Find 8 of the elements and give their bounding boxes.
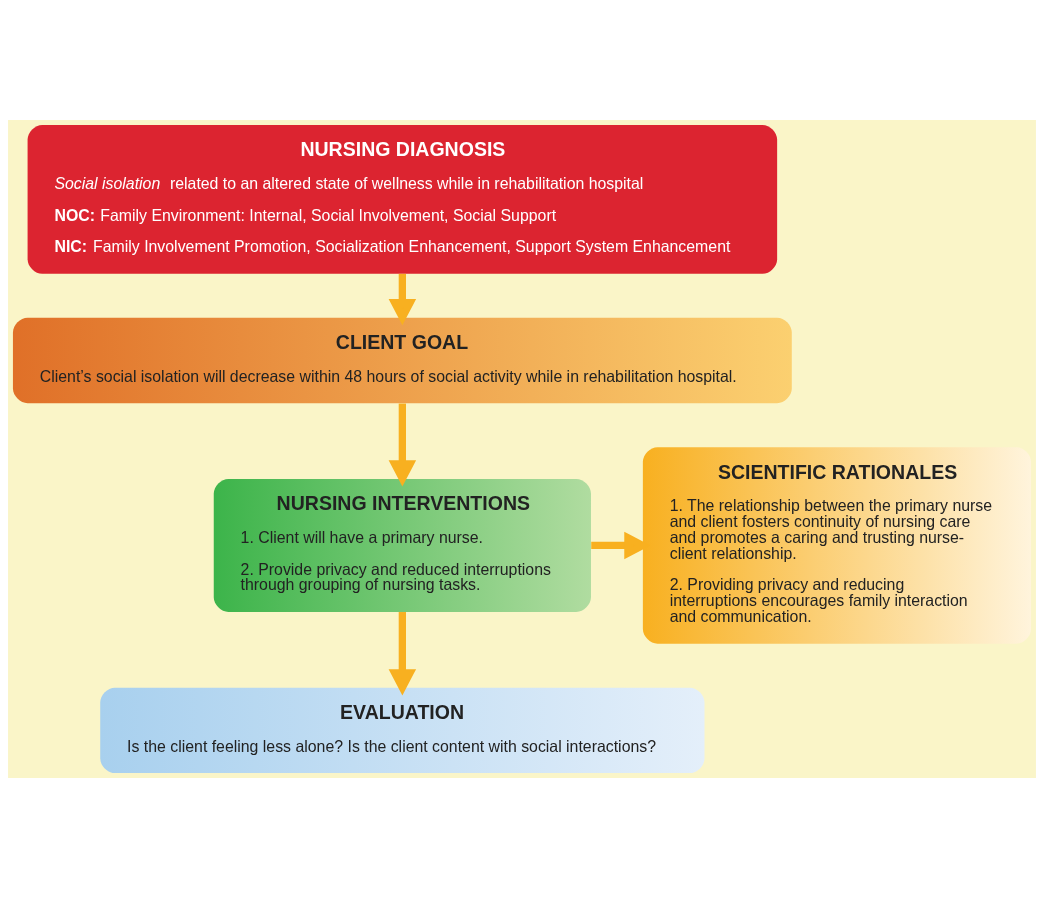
arrow [388, 273, 417, 325]
arrow [388, 403, 417, 486]
node-box: EVALUATION Is the client feeling less alone? Is the client content with social interactions? [100, 687, 705, 773]
node-box: NURSING DIAGNOSIS Social isolation related to an altered state of wellness while in rehabilitation hospital NOC: Family Environment: Internal, Social Involvement, Social Support NIC: Family Involvement Promotion, Socialization Enhancement, Support System Enhancement [27, 124, 778, 274]
node-box: SCIENTIFIC RATIONALES 1. The relationship between the primary nurse and client fosters continuity of nursing care and promotes a caring and trusting nurse-client relationship. 2. Providing privacy and reducing interruptions encourages family interaction and communication. [642, 446, 1032, 644]
arrow [388, 611, 417, 695]
node-box: NURSING INTERVENTIONS 1. Client will have a primary nurse. 2. Provide privacy and reduced interruptions through grouping of nursing tasks. [213, 478, 591, 612]
node-box: CLIENT GOAL Client’s social isolation will decrease within 48 hours of social activity while in rehabilitation hospital. [12, 317, 792, 403]
